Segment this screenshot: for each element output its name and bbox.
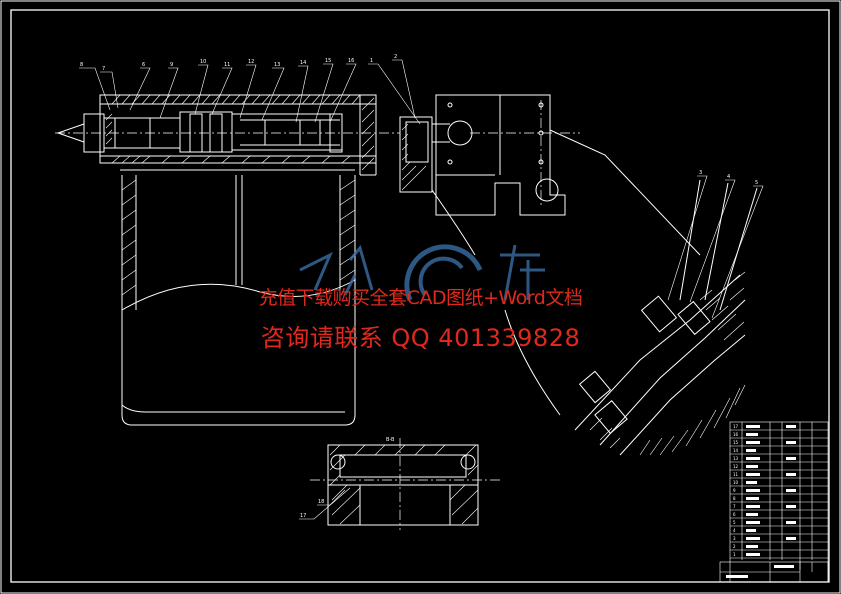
callout-6: 6 <box>142 62 145 68</box>
callout-10: 10 <box>200 59 206 65</box>
callout-9: 9 <box>170 62 173 68</box>
parts-list-row-number: 16 <box>733 432 739 437</box>
watermark-contact-text: 咨询请联系 QQ 401339828 <box>260 324 581 352</box>
inner-border <box>10 9 830 583</box>
parts-list-row-number: 13 <box>733 456 739 461</box>
parts-list-row-number: 11 <box>733 472 739 477</box>
parts-list-row-numbers: 17 16 15 14 13 12 11 10 9 8 7 6 5 4 3 2 1 <box>733 424 739 557</box>
parts-list-row-number: 2 <box>733 544 736 549</box>
parts-list-row-number: 7 <box>733 504 736 509</box>
parts-list-table <box>719 421 829 583</box>
parts-list-row-number: 10 <box>733 480 739 485</box>
section-b-view <box>310 438 500 530</box>
callout-2: 2 <box>394 54 397 60</box>
callout-8: 8 <box>80 62 83 68</box>
parts-list-row-number: 3 <box>733 536 736 541</box>
parts-list-row-number: 5 <box>733 520 736 525</box>
watermark-purchase-text: 充值下载购买全套CAD图纸+Word文档 <box>258 287 583 309</box>
callout-18: 18 <box>318 499 324 505</box>
section-label: B-B <box>386 437 395 443</box>
callout-16: 16 <box>348 58 354 64</box>
callout-14: 14 <box>300 60 306 66</box>
callout-13: 13 <box>274 62 280 68</box>
parts-list-row-number: 14 <box>733 448 739 453</box>
spindle-housing <box>55 94 400 176</box>
section-b-hatch <box>329 444 479 525</box>
parts-list-row-number: 4 <box>733 528 736 533</box>
wenku-swirl-logo-icon <box>299 244 545 301</box>
callout-5: 5 <box>755 180 758 186</box>
parts-list-row-number: 9 <box>733 488 736 493</box>
cylinder-wall-hatch <box>121 179 356 296</box>
callout-11: 11 <box>224 62 230 68</box>
callout-4: 4 <box>727 174 730 180</box>
fixture-bracket <box>399 94 701 416</box>
parts-list-row-number: 8 <box>733 496 736 501</box>
parts-list-row-number: 15 <box>733 440 739 445</box>
callout-leaders-top <box>79 59 764 520</box>
callout-15: 15 <box>325 58 331 64</box>
callout-numbers: 8 7 6 9 10 11 12 13 14 15 16 1 2 3 4 5 1… <box>80 54 758 519</box>
parts-list-fill-marks <box>726 425 796 578</box>
callout-12: 12 <box>248 59 254 65</box>
callout-3: 3 <box>699 170 702 176</box>
callout-1: 1 <box>370 58 373 64</box>
parts-list-row-number: 6 <box>733 512 736 517</box>
callout-17: 17 <box>300 513 306 519</box>
parts-list-row-number: 12 <box>733 464 739 469</box>
parts-list-row-number: 1 <box>733 552 736 557</box>
callout-7: 7 <box>102 66 105 72</box>
cylinder-body <box>121 175 356 426</box>
bracket-hatch <box>401 123 427 191</box>
parts-list-row-number: 17 <box>733 424 739 429</box>
housing-hatch <box>105 94 375 171</box>
angled-section-hatch <box>589 271 746 456</box>
